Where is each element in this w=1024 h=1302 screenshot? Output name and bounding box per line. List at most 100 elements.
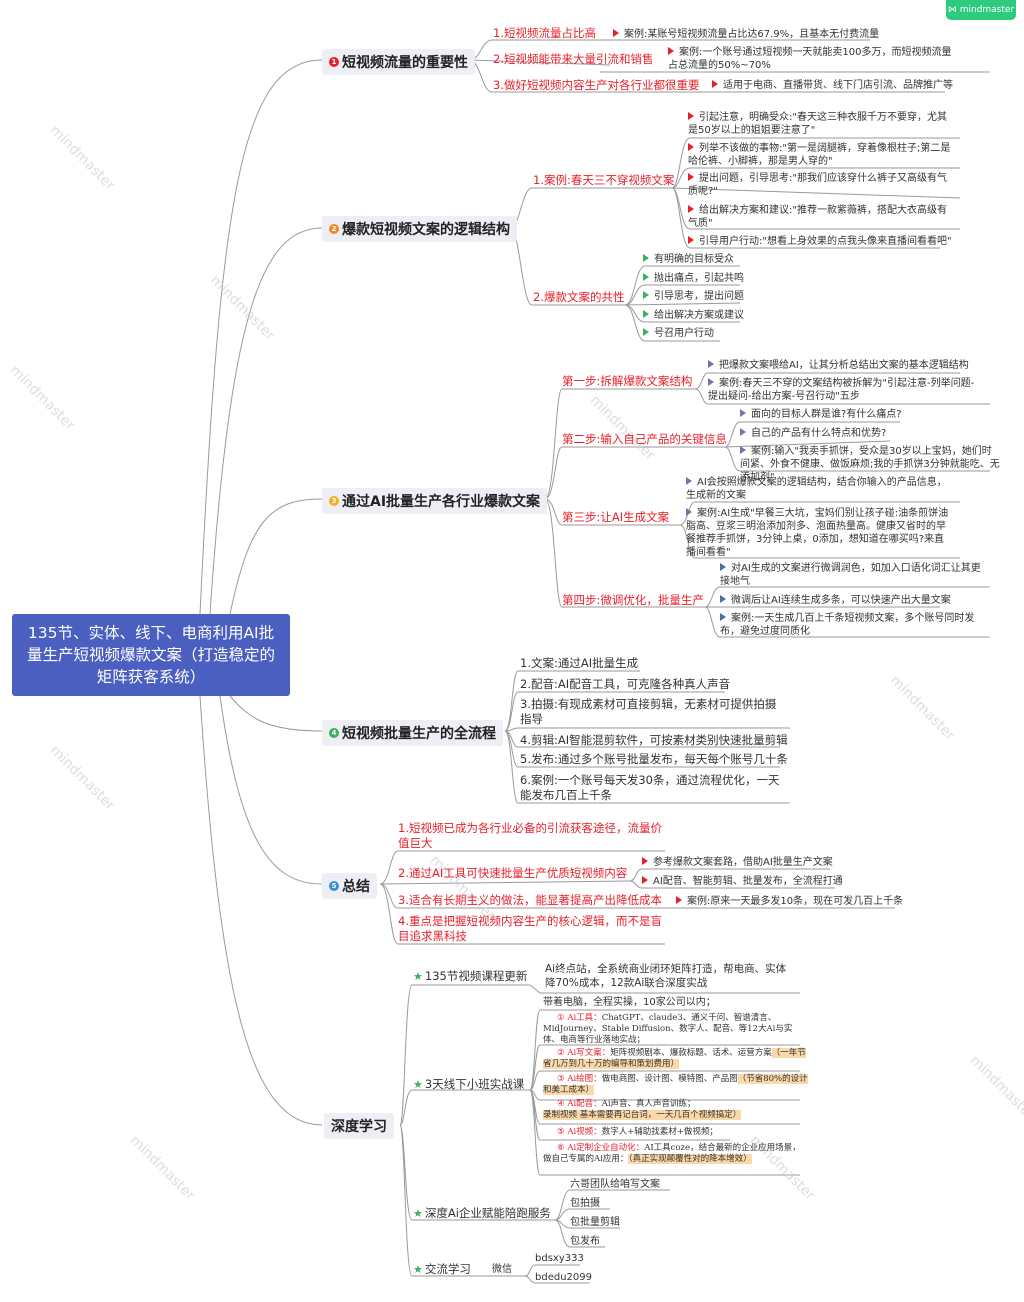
subtopic[interactable]: 4.重点是把握短视频内容生产的核心逻辑，而不是盲目追求黑科技 bbox=[398, 914, 662, 943]
service-item[interactable]: 包拍摄 bbox=[570, 1198, 600, 1209]
subtopic-enterprise-service[interactable]: ★深度Ai企业赋能陪跑服务 bbox=[413, 1206, 551, 1220]
flag-icon bbox=[686, 477, 692, 485]
flag-icon bbox=[720, 595, 726, 603]
note[interactable]: 案例:一个账号通过短视频一天就能卖100多万，而短视频流量占总流量的50%~70… bbox=[668, 47, 952, 71]
subtopic[interactable]: 第一步:拆解爆款文案结构 bbox=[562, 374, 693, 388]
note[interactable]: AI会按照爆款文案的逻辑结构，结合你输入的产品信息，生成新的文案 bbox=[686, 477, 947, 501]
note[interactable]: 微调后让AI连续生成多条，可以快速产出大量文案 bbox=[720, 594, 951, 607]
service-item[interactable]: 包发布 bbox=[570, 1236, 600, 1247]
flag-icon bbox=[613, 29, 619, 37]
number-badge-icon: 2 bbox=[329, 224, 339, 234]
note[interactable]: Ai终点站，全系统商业闭环矩阵打造，帮电商、实体降70%成本，12款Ai联合深度… bbox=[545, 963, 787, 989]
note[interactable]: 案例:一天生成几百上千条短视频文案，多个账号同时发布，避免过度同质化 bbox=[720, 613, 975, 637]
note[interactable]: 引导思考，提出问题 bbox=[643, 290, 744, 303]
subtopic[interactable]: 1.短视频流量占比高 bbox=[493, 26, 596, 40]
subtopic[interactable]: 4.剪辑:AI智能混剪软件，可按素材类别快速批量剪辑 bbox=[520, 733, 788, 747]
note[interactable]: 抛出痛点，引起共鸣 bbox=[643, 272, 744, 285]
note[interactable]: 案例:原来一天最多发10条，现在可发几百上千条 bbox=[676, 895, 903, 908]
number-badge-icon: 3 bbox=[329, 496, 339, 506]
wechat-id[interactable]: bdsxy333 bbox=[535, 1253, 584, 1264]
note[interactable]: 自己的产品有什么特点和优势? bbox=[740, 427, 886, 440]
subtopic[interactable]: 2.配音:AI配音工具，可克隆各种真人声音 bbox=[520, 677, 731, 691]
note[interactable]: 案例:春天三不穿的文案结构被拆解为"引起注意-列举问题-提出疑问-给出方案-号召… bbox=[708, 378, 975, 402]
topic-label: 通过AI批量生产各行业爆款文案 bbox=[342, 494, 541, 510]
subtopic-video-course[interactable]: ★135节视频课程更新 bbox=[413, 969, 528, 983]
watermark: mindmaster bbox=[126, 1132, 198, 1204]
note[interactable]: 列举不该做的事物:"第一是阔腿裤，穿着像根柱子;第二是哈伦裤、小脚裤，那是男人穿… bbox=[688, 143, 951, 167]
root-topic[interactable]: 135节、实体、线下、电商利用AI批量生产短视频爆款文案（打造稳定的矩阵获客系统… bbox=[12, 614, 290, 696]
flag-icon bbox=[643, 291, 649, 299]
topic-label: 短视频批量生产的全流程 bbox=[342, 726, 496, 742]
class-item[interactable]: ③ Ai绘图：做电商图、设计图、模特图、产品图（节省80%的设计和美工成本） bbox=[543, 1074, 808, 1095]
subtopic[interactable]: 1.案例:春天三不穿视频文案 bbox=[533, 173, 675, 187]
star-icon: ★ bbox=[413, 1078, 423, 1091]
flag-icon bbox=[642, 876, 648, 884]
subtopic[interactable]: 6.案例:一个账号每天发30条，通过流程优化，一天能发布几百上千条 bbox=[520, 773, 780, 802]
star-icon: ★ bbox=[413, 970, 423, 983]
subtopic[interactable]: 3.拍摄:有现成素材可直接剪辑，无素材可提供拍摄指导 bbox=[520, 697, 777, 726]
class-item[interactable]: ⑥ Ai定制企业自动化：AI工具coze，结合最新的企业应用场景，做自己专属的A… bbox=[543, 1143, 801, 1164]
flag-icon bbox=[668, 47, 674, 55]
note[interactable]: 给出解决方案或建议 bbox=[643, 309, 744, 322]
service-item[interactable]: 包批量剪辑 bbox=[570, 1217, 620, 1228]
note[interactable]: 有明确的目标受众 bbox=[643, 253, 734, 266]
flag-icon bbox=[688, 173, 694, 181]
note[interactable]: 参考爆款文案套路，借助AI批量生产文案 bbox=[642, 856, 833, 869]
subtopic-offline-class[interactable]: ★3天线下小班实战课 bbox=[413, 1077, 525, 1091]
mindmaster-brand-badge[interactable]: ⋈ mindmaster bbox=[946, 0, 1016, 20]
note[interactable]: AI配音、智能剪辑、批量发布，全流程打通 bbox=[642, 875, 843, 888]
note[interactable]: 提出问题，引导思考:"那我们应该穿什么裤子又高级有气质呢?" bbox=[688, 173, 947, 197]
note[interactable]: 对AI生成的文案进行微调润色，如加入口语化词汇让其更接地气 bbox=[720, 563, 981, 587]
subtopic[interactable]: 第三步:让AI生成文案 bbox=[562, 510, 670, 524]
flag-icon bbox=[642, 857, 648, 865]
subtopic[interactable]: 1.短视频已成为各行业必备的引流获客途径，流量价值巨大 bbox=[398, 821, 662, 850]
class-item[interactable]: ④ Ai配音：Ai声音、真人声音训练；录制视频 基本需要再记台词，一天几百个视频… bbox=[543, 1099, 742, 1120]
watermark: mindmaster bbox=[426, 852, 498, 924]
note[interactable]: 把爆款文案喂给AI，让其分析总结出文案的基本逻辑结构 bbox=[708, 359, 969, 372]
topic-deep-learning[interactable]: 深度学习 bbox=[324, 1113, 394, 1139]
note[interactable]: 号召用户行动 bbox=[643, 327, 714, 340]
subtopic[interactable]: 2.短视频能带来大量引流和销售 bbox=[493, 52, 654, 66]
note[interactable]: 案例:某账号短视频流量占比达67.9%，且基本无付费流量 bbox=[613, 28, 879, 41]
note[interactable]: 给出解决方案和建议:"推荐一款紫薇裤，搭配大衣高级有气质" bbox=[688, 205, 947, 229]
flag-icon bbox=[643, 254, 649, 262]
wechat-id[interactable]: bdedu2099 bbox=[535, 1272, 592, 1283]
flag-icon bbox=[708, 360, 714, 368]
class-item[interactable]: ⑤ Ai视频：数字人+辅助找素材+做视频； bbox=[557, 1127, 718, 1137]
subtopic[interactable]: 1.文案:通过AI批量生成 bbox=[520, 656, 639, 670]
root-topic-label: 135节、实体、线下、电商利用AI批量生产短视频爆款文案（打造稳定的矩阵获客系统… bbox=[26, 624, 275, 686]
flag-icon bbox=[688, 205, 694, 213]
note[interactable]: 案例:输入"我卖手抓饼，受众是30岁以上宝妈，她们时间紧、外食不健康、做饭麻烦;… bbox=[740, 446, 1000, 483]
subtopic[interactable]: 2.爆款文案的共性 bbox=[533, 290, 625, 304]
flag-icon bbox=[740, 409, 746, 417]
subtopic[interactable]: 3.适合有长期主义的做法，能显著提高产出降低成本 bbox=[398, 893, 662, 907]
note[interactable]: 引起注意，明确受众:"春天这三种衣服千万不要穿，尤其是50岁以上的姐姐要注意了" bbox=[688, 112, 947, 136]
class-item[interactable]: ② Ai写文案：矩阵视频剧本、爆款标题、话术、运营方案（一年节省几万到几十万的编… bbox=[543, 1048, 806, 1069]
note[interactable]: 适用于电商、直播带货、线下门店引流、品牌推广等 bbox=[712, 79, 953, 92]
subtopic[interactable]: 2.通过AI工具可快速批量生产优质短视频内容 bbox=[398, 866, 628, 880]
flag-icon bbox=[676, 896, 682, 904]
flag-icon bbox=[708, 378, 714, 386]
class-intro[interactable]: 带着电脑，全程实操，10家公司以内； bbox=[543, 997, 716, 1008]
subtopic[interactable]: 5.发布:通过多个账号批量发布，每天每个账号几十条 bbox=[520, 752, 788, 766]
watermark: mindmaster bbox=[46, 742, 118, 814]
topic-label: 短视频流量的重要性 bbox=[342, 55, 468, 71]
subtopic[interactable]: 3.做好短视频内容生产对各行业都很重要 bbox=[493, 78, 700, 92]
note[interactable]: 案例:AI生成"早餐三大坑，宝妈们别让孩子碰:油条煎饼油脂高、豆浆三明治添加剂多… bbox=[686, 508, 949, 558]
subtopic-exchange[interactable]: ★交流学习 bbox=[413, 1262, 471, 1276]
star-icon: ★ bbox=[413, 1207, 423, 1220]
watermark: mindmaster bbox=[586, 392, 658, 464]
note[interactable]: 面向的目标人群是谁?有什么痛点? bbox=[740, 408, 902, 421]
note[interactable]: 引导用户行动:"想看上身效果的点我头像来直播间看看吧" bbox=[688, 235, 952, 248]
subtopic[interactable]: 第二步:输入自己产品的关键信息 bbox=[562, 432, 727, 446]
wechat-label: 微信 bbox=[492, 1264, 512, 1275]
class-item[interactable]: ① Ai工具：ChatGPT、claude3、通义千问、智谱清言、MidJour… bbox=[543, 1013, 793, 1045]
service-item[interactable]: 六哥团队给咱写文案 bbox=[570, 1179, 660, 1190]
subtopic[interactable]: 第四步:微调优化，批量生产 bbox=[562, 593, 704, 607]
flag-icon bbox=[720, 563, 726, 571]
